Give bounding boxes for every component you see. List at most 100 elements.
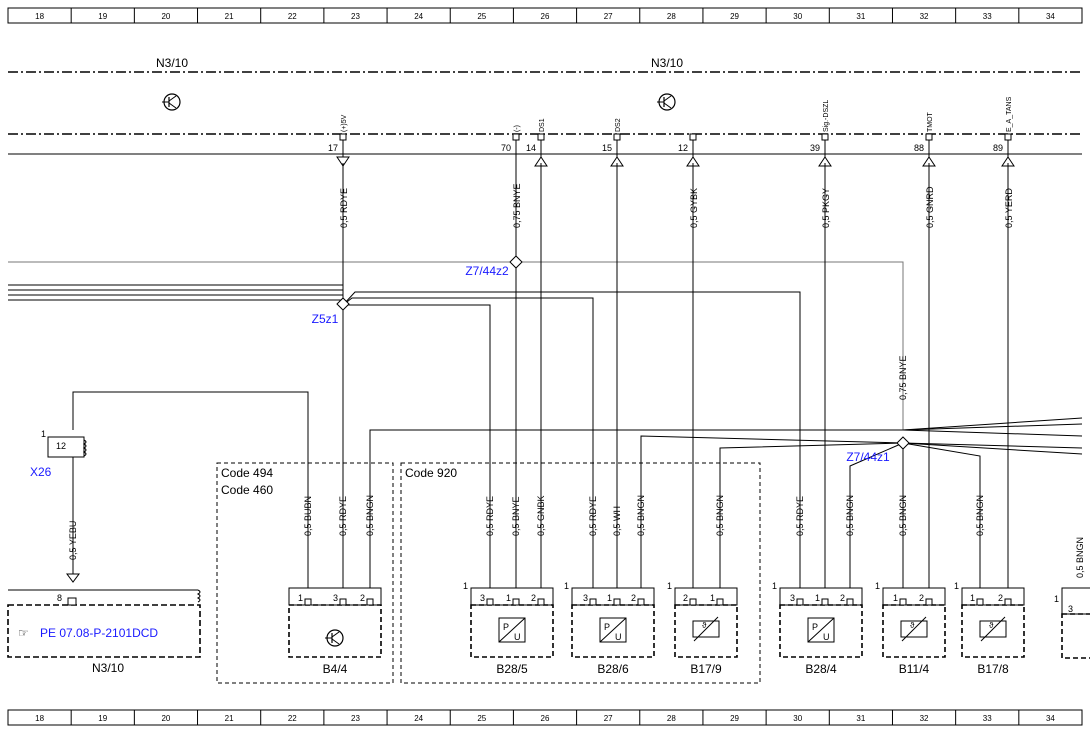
component-number: 1 — [564, 581, 569, 591]
component-pin: 2 — [919, 593, 924, 603]
component-pin: 2 — [531, 593, 536, 603]
grid-column-label: 32 — [920, 12, 929, 21]
wire-label: 0,5 GYBK — [689, 188, 699, 228]
pin-name: DS1 — [539, 118, 546, 132]
x26-pin: 12 — [56, 441, 66, 451]
splice-label-z7-44z1: Z7/44z1 — [846, 450, 890, 464]
grid-column-label: 34 — [1046, 12, 1055, 21]
grid-column-label: 32 — [920, 714, 929, 723]
pin-number: 15 — [602, 143, 612, 153]
control-unit-pin: 15 DS2 — [602, 118, 624, 167]
grid-column-label: 26 — [541, 714, 550, 723]
grid-column-label: 30 — [793, 714, 802, 723]
pin-name: (-) — [514, 125, 521, 132]
grid-column-label: 24 — [414, 12, 423, 21]
component-number: 1 — [667, 581, 672, 591]
reference-link[interactable]: PE 07.08-P-2101DCD — [40, 626, 158, 640]
component-pin: 3 — [790, 593, 795, 603]
wire-label: 0,5 RDYE — [339, 188, 349, 228]
code-box-right — [400, 462, 761, 684]
splice-points — [336, 255, 910, 450]
sensor-u: U — [823, 632, 830, 642]
code-left-line1: Code 494 — [221, 466, 273, 480]
grid-column-label: 20 — [161, 714, 170, 723]
control-unit-pin: 89 E_A_TANS 0,5 YERD — [993, 96, 1015, 228]
grid-column-label: 18 — [35, 714, 44, 723]
component-wire-label: 0,5 BNGN — [845, 495, 855, 536]
n3-10-box: 8 ☞ PE 07.08-P-2101DCD N3/10 — [7, 589, 201, 675]
pin-number: 17 — [328, 143, 338, 153]
component-pin: 3 — [333, 593, 338, 603]
sensor-p: P — [604, 622, 610, 632]
component-pin: 1 — [710, 593, 715, 603]
component-wire-label: 0,5 BNGN — [975, 495, 985, 536]
grid-column-label: 33 — [983, 12, 992, 21]
component-wire-label: 0,5 BUBN — [303, 496, 313, 536]
component-pin: 2 — [360, 593, 365, 603]
grid-column-label: 28 — [667, 714, 676, 723]
splice-label-z5z1: Z5z1 — [312, 312, 339, 326]
grid-column-label: 23 — [351, 12, 360, 21]
sensor-theta: ϑ — [910, 621, 915, 630]
grid-column-label: 27 — [604, 12, 613, 21]
wire-label-mid: 0,75 BNYE — [898, 355, 908, 400]
component-label: B11/4 — [899, 662, 930, 676]
component-pin: 2 — [998, 593, 1003, 603]
grid-column-label: 21 — [225, 714, 234, 723]
partial-number: 1 — [1054, 594, 1059, 604]
component-wire-label: 0,5 BNGN — [898, 495, 908, 536]
grid-column-label: 34 — [1046, 714, 1055, 723]
pin-name: E_A_TANS — [1006, 96, 1013, 132]
sensor-p: P — [812, 622, 818, 632]
unit-label-right: N3/10 — [651, 56, 683, 70]
transistor-icon — [657, 93, 676, 111]
transistor-icon — [325, 629, 344, 647]
grid-column-label: 31 — [856, 12, 865, 21]
grid-column-label: 19 — [98, 12, 107, 21]
partial-component: 1 3 0,5 BNGN — [1054, 537, 1090, 659]
component-label: B28/4 — [805, 662, 837, 676]
component-label: B4/4 — [323, 662, 348, 676]
partial-pin: 3 — [1068, 604, 1073, 614]
component-pin: 1 — [970, 593, 975, 603]
component-number: 1 — [875, 581, 880, 591]
sensor-theta: ϑ — [702, 621, 707, 630]
component-pin: 1 — [815, 593, 820, 603]
grid-column-label: 18 — [35, 12, 44, 21]
grid-column-label: 30 — [793, 12, 802, 21]
grid-column-label: 33 — [983, 714, 992, 723]
grid-column-label: 28 — [667, 12, 676, 21]
code-right-line1: Code 920 — [405, 466, 457, 480]
pin-number: 88 — [914, 143, 924, 153]
component-number: 1 — [772, 581, 777, 591]
pin-number: 89 — [993, 143, 1003, 153]
component-number: 1 — [463, 581, 468, 591]
component-label: B17/8 — [977, 662, 1009, 676]
grid-column-label: 19 — [98, 714, 107, 723]
component-wire-label: 0,5 RDYE — [795, 496, 805, 536]
wire-label: 0,75 BNYE — [512, 183, 522, 228]
sensor-u: U — [514, 632, 521, 642]
wire-label: 0,5 YERD — [1004, 188, 1014, 228]
grid-column-label: 29 — [730, 714, 739, 723]
harness-lines — [8, 163, 1083, 591]
component-label: B28/6 — [597, 662, 629, 676]
pin-number: 70 — [501, 143, 511, 153]
component-pin: 3 — [583, 593, 588, 603]
component-pin: 2 — [840, 593, 845, 603]
grid-column-label: 25 — [477, 714, 486, 723]
pin-name: Sig.-DSZL — [823, 100, 830, 132]
component-wire-label: 0,5 BNGN — [365, 495, 375, 536]
unit-label-left: N3/10 — [156, 56, 188, 70]
pin-name: DS2 — [615, 118, 622, 132]
x26-connector: 1 12 X26 0,5 YEBU — [30, 429, 87, 583]
